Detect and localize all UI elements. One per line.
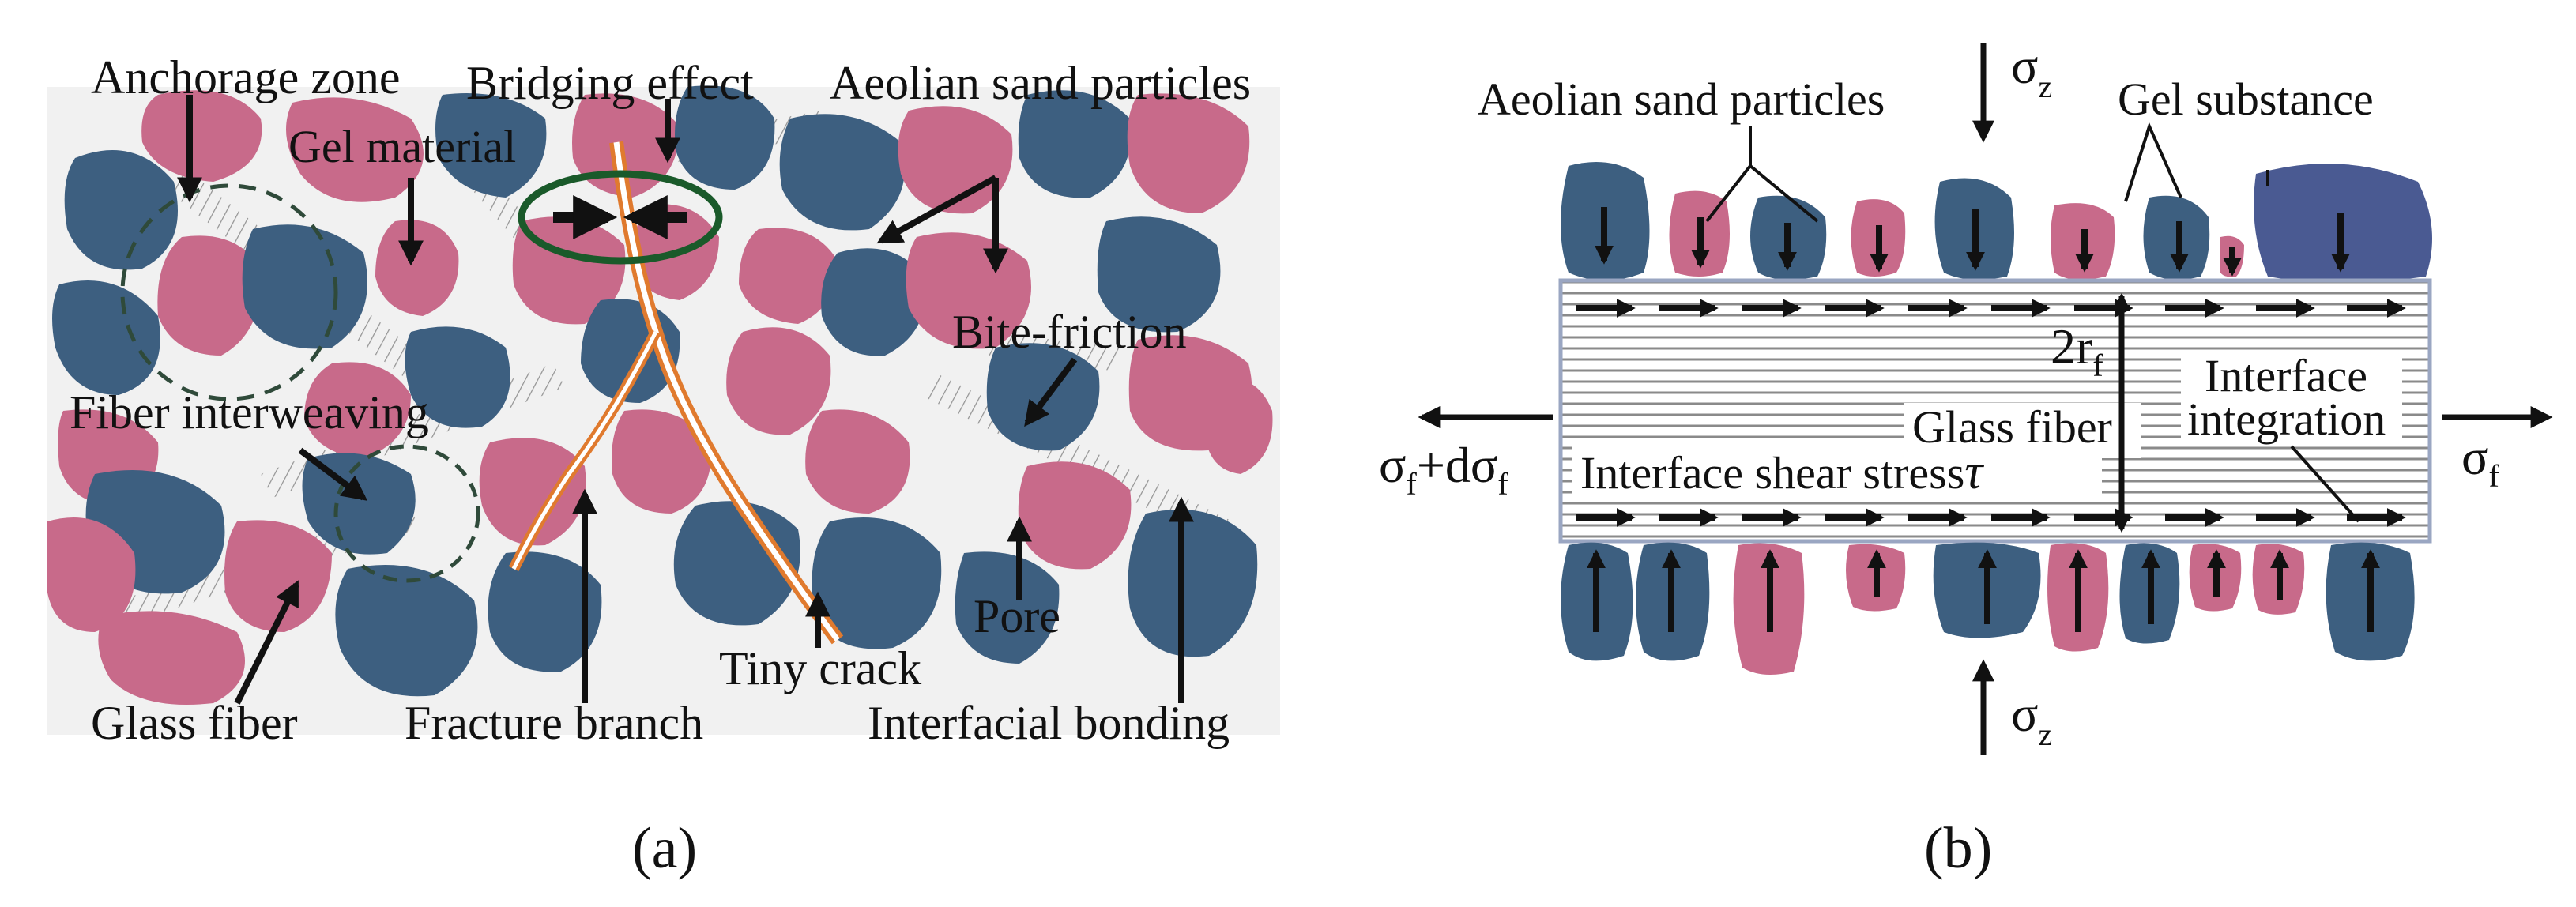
bottom-compression-arrows <box>1587 549 2380 632</box>
pink-particle <box>1205 378 1273 474</box>
panel-b-labels: Aeolian sand particles Gel substance σz … <box>1379 38 2500 752</box>
label-interfacial-bonding: Interfacial bonding <box>868 697 1230 749</box>
blue-particle <box>302 453 416 555</box>
pink-particle <box>612 409 712 514</box>
gel-leader <box>2124 122 2182 202</box>
external-stress-arrows <box>1418 43 2553 755</box>
label-shear-stress: Interface shear stressτ <box>1580 443 1984 499</box>
blue-particle <box>821 248 926 356</box>
blue-particle <box>405 326 510 428</box>
panel-a-pointers <box>177 95 1194 705</box>
blue-particle <box>52 280 160 395</box>
pink-particle <box>1018 461 1132 570</box>
label-interface-integration-2: integration <box>2187 393 2386 445</box>
branch-crack-core <box>511 330 658 570</box>
pink-particle <box>286 97 424 202</box>
label-sigma-z-top: σz <box>2011 38 2052 104</box>
label-glass-fiber: Glass fiber <box>91 697 298 749</box>
blue-particle <box>675 85 775 190</box>
blue-particle <box>64 150 179 270</box>
main-crack-core <box>613 141 840 642</box>
blue-particle <box>955 551 1060 664</box>
label-sigma-right: σf <box>2461 429 2500 494</box>
panel-b-leaders <box>1705 122 2360 523</box>
label-sigma-z-bottom: σz <box>2011 686 2052 752</box>
pink-particle <box>157 235 262 356</box>
blue-particle <box>435 93 547 198</box>
pink-particle <box>141 90 262 182</box>
sand-particles <box>47 85 1273 705</box>
panel-b: Aeolian sand particles Gel substance σz … <box>1379 38 2553 881</box>
top-compression-arrows <box>1595 207 2350 277</box>
blue-particle <box>242 224 367 349</box>
label-fracture-branch: Fracture branch <box>405 697 703 749</box>
pink-particle <box>304 362 411 458</box>
shear-stress-label-box <box>1572 446 2102 502</box>
blue-particle <box>488 551 602 672</box>
blue-particle <box>1018 90 1132 198</box>
panel-a: Anchorage zone Bridging effect Aeolian s… <box>47 51 1280 881</box>
blue-particle <box>812 517 942 649</box>
fracture-cracks <box>508 141 844 645</box>
integration-leader <box>2290 445 2360 523</box>
pink-particle <box>1127 93 1250 213</box>
label-pore: Pore <box>974 590 1060 642</box>
label-aeolian-sand: Aeolian sand particles <box>830 57 1251 109</box>
pink-particle <box>479 438 586 546</box>
pink-particle <box>47 517 136 632</box>
pink-particle <box>739 228 838 324</box>
anchorage-zone-circle <box>120 183 338 401</box>
label-interface-integration-1: Interface <box>2205 350 2367 401</box>
top-particles <box>1561 162 2432 283</box>
aeolian-pointer-1 <box>876 175 997 244</box>
label-anchorage-zone: Anchorage zone <box>91 51 400 103</box>
pink-particle <box>726 327 831 435</box>
pink-particle <box>375 220 459 316</box>
blue-particle <box>335 565 478 697</box>
pink-particle <box>98 611 245 705</box>
blue-particle <box>1128 510 1258 657</box>
interface-integration-box <box>2181 352 2402 442</box>
pink-particle <box>805 409 910 514</box>
caption-a: (a) <box>632 816 697 881</box>
label-tiny-crack: Tiny crack <box>719 642 921 694</box>
interweaving-pointer <box>298 447 368 501</box>
label-bridging-effect: Bridging effect <box>466 57 754 109</box>
blue-particle <box>1097 216 1221 333</box>
caption-b: (b) <box>1924 816 1992 881</box>
bite-friction-pointer <box>1024 357 1078 427</box>
fiber-interweaving-circle <box>333 444 480 583</box>
label-sigma-left: σf+dσf <box>1379 437 1508 502</box>
bridging-effect-ellipse <box>518 170 723 265</box>
label-bite-friction: Bite-friction <box>952 306 1187 358</box>
panel-a-labels: Anchorage zone Bridging effect Aeolian s… <box>70 51 1251 749</box>
label-fiber-interweaving: Fiber interweaving <box>70 386 429 438</box>
label-radius: 2rf <box>2051 318 2103 383</box>
label-b-aeolian-sand: Aeolian sand particles <box>1478 73 1885 125</box>
glass-fiber-pointer <box>234 580 299 705</box>
pink-particle <box>224 520 332 632</box>
label-gel-material: Gel material <box>288 121 516 172</box>
blue-particle <box>779 114 905 231</box>
label-b-gel-substance: Gel substance <box>2118 73 2374 125</box>
label-b-glass-fiber: Glass fiber <box>1912 401 2112 453</box>
